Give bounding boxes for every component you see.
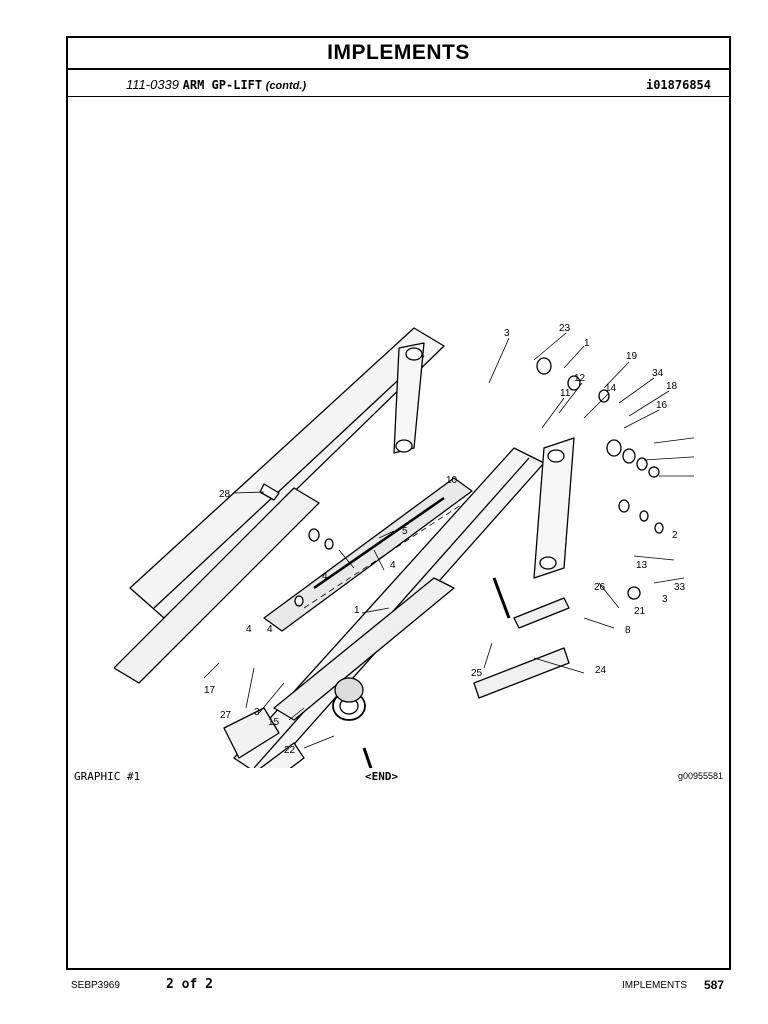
callout: 18 (666, 381, 678, 392)
callout: 8 (625, 625, 631, 636)
part-name: ARM GP-LIFT (182, 78, 263, 92)
page-number: 587 (704, 978, 725, 992)
graphic-caption: GRAPHIC #1 (74, 770, 141, 783)
callout: 3 (254, 707, 260, 718)
callout: 1 (354, 605, 360, 616)
callout: 15 (268, 717, 280, 728)
callout: 3 (662, 594, 668, 605)
callout: 27 (220, 710, 232, 721)
callout: 4 (246, 624, 252, 635)
callout: 33 (674, 582, 686, 593)
page-title: IMPLEMENTS (327, 41, 470, 64)
callout: 4 (322, 571, 328, 582)
callout: 11 (560, 388, 571, 399)
callout: 5 (402, 526, 408, 537)
callout: 34 (652, 368, 664, 379)
callout: 3 (504, 328, 510, 339)
callout: 17 (204, 685, 216, 696)
end-marker: <END> (365, 770, 399, 783)
header-divider (68, 96, 729, 97)
page-of: 2 of 2 (166, 977, 213, 992)
callout: 4 (390, 560, 396, 571)
callout: 16 (656, 400, 668, 411)
callout: 21 (634, 606, 646, 617)
title-divider (68, 68, 729, 70)
graphic-id: g00955581 (677, 771, 723, 781)
exploded-parts-diagram: 3 23 1 19 12 11 34 14 18 16 1 9 7 30 10 … (114, 323, 694, 768)
callout: 26 (594, 582, 606, 593)
part-header: 111-0339 ARM GP-LIFT (contd.) (126, 77, 306, 92)
contd-label: (contd.) (265, 80, 307, 92)
callout: 10 (446, 475, 458, 486)
footer-section: IMPLEMENTS (622, 980, 688, 991)
callout: 1 (584, 338, 590, 349)
callout: 19 (626, 351, 638, 362)
callout: 4 (267, 624, 273, 635)
callout: 13 (636, 560, 648, 571)
page-frame: IMPLEMENTS 111-0339 ARM GP-LIFT (contd.)… (66, 36, 731, 970)
callout: 14 (605, 383, 617, 394)
callout: 12 (574, 373, 586, 384)
callout: 28 (219, 489, 231, 500)
reference-id: i01876854 (645, 78, 711, 92)
callout-labels: 3 23 1 19 12 11 34 14 18 16 1 9 7 30 10 … (204, 323, 686, 756)
callout: 23 (559, 323, 571, 334)
part-number: 111-0339 (126, 77, 180, 92)
callout: 25 (471, 668, 483, 679)
callout: 2 (672, 530, 678, 541)
callout: 22 (284, 745, 296, 756)
callout: 24 (595, 665, 607, 676)
doc-id: SEBP3969 (71, 980, 120, 991)
